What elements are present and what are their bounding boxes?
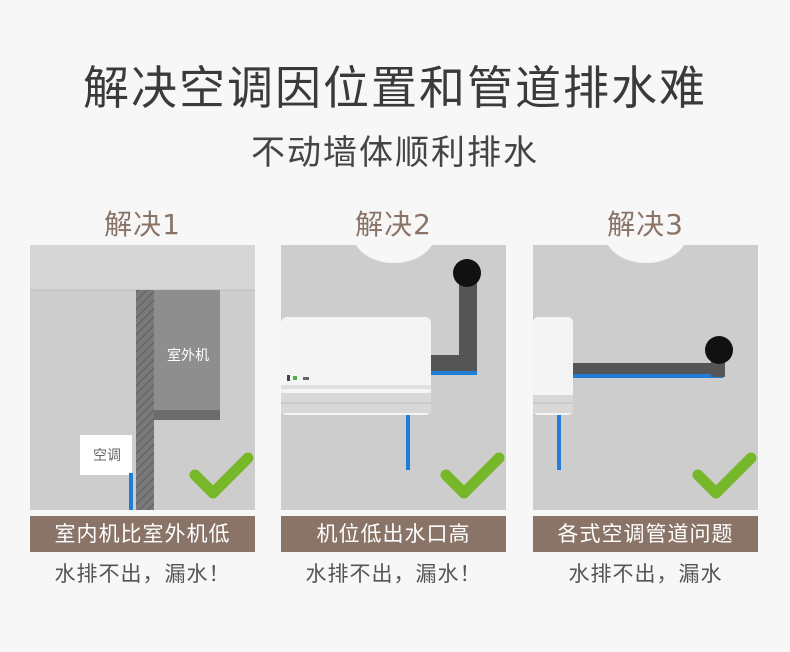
air-conditioner xyxy=(281,317,431,415)
scene-2 xyxy=(281,245,506,510)
check-mark-icon xyxy=(189,452,254,499)
panel-subtext: 水排不出，漏水！ xyxy=(54,562,231,586)
drain-pipe xyxy=(459,273,477,373)
scene-2-illustration xyxy=(281,259,505,499)
wall xyxy=(136,290,154,510)
scene-1-illustration xyxy=(30,245,255,510)
panel-heading: 解决2 xyxy=(355,208,432,241)
water-drain xyxy=(557,415,561,470)
panel-heading: 解决3 xyxy=(607,208,684,241)
outdoor-unit-label: 室外机 xyxy=(167,348,209,364)
check-mark-icon xyxy=(692,452,757,499)
solution-panel-2: 解决2 机位低出水口高 水排不出，漏水！ xyxy=(281,205,506,590)
panel-subtext: 水排不出，漏水 xyxy=(568,562,723,586)
panel-heading: 解决1 xyxy=(104,208,181,241)
water-drain xyxy=(406,415,410,470)
air-conditioner xyxy=(533,317,573,415)
check-mark-icon xyxy=(440,452,505,499)
water-drain xyxy=(129,473,133,510)
page-subtitle: 不动墙体顺利排水 xyxy=(251,133,539,173)
scene-1: 室外机 空调 xyxy=(30,245,255,510)
pipe-outlet xyxy=(705,336,733,364)
scene-notch xyxy=(605,245,687,263)
solution-panel-1: 室外机 空调 解决1 室内机比室外机低 水排不出，漏水！ xyxy=(30,205,255,590)
panel-label: 机位低出水口高 xyxy=(281,516,506,552)
panel-label: 各式空调管道问题 xyxy=(533,516,758,552)
outdoor-unit xyxy=(154,290,220,410)
scene-3-illustration xyxy=(533,317,757,499)
drain-pipe xyxy=(573,363,725,377)
solution-panel-3: 解决3 各式空调管道问题 水排不出，漏水 xyxy=(533,205,758,590)
scene-notch xyxy=(353,245,435,263)
pipe-outlet xyxy=(453,259,481,287)
panel-subtext: 水排不出，漏水！ xyxy=(305,562,482,586)
indoor-unit-label: 空调 xyxy=(93,448,121,464)
indoor-unit xyxy=(80,435,132,475)
page-title: 解决空调因位置和管道排水难 xyxy=(83,61,707,115)
scene-3 xyxy=(533,245,758,510)
panel-label: 室内机比室外机低 xyxy=(30,516,255,552)
